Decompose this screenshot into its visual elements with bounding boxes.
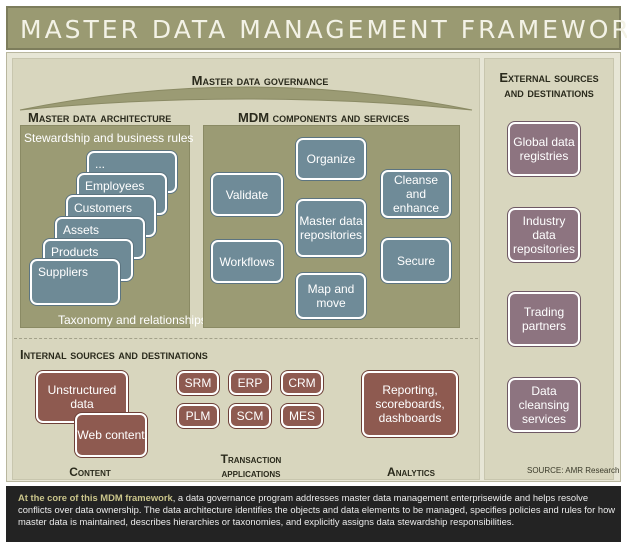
- external-trading-partners: Trading partners: [508, 292, 580, 346]
- external-global-registries: Global data registries: [508, 122, 580, 176]
- internal-heading: Internal sources and destinations: [20, 347, 208, 362]
- caption: At the core of this MDM framework, a dat…: [18, 492, 616, 528]
- caption-highlight: At the core of this MDM framework: [18, 492, 173, 503]
- caption-bar: [6, 486, 621, 542]
- app-erp: ERP: [229, 371, 271, 395]
- organize-component: Organize: [296, 138, 366, 180]
- stack-card-suppliers: Suppliers: [30, 259, 120, 305]
- validate-component: Validate: [211, 173, 283, 216]
- app-crm: CRM: [281, 371, 323, 395]
- workflows-component: Workflows: [211, 240, 283, 283]
- governance-arc: [19, 86, 473, 111]
- secure-component: Secure: [381, 238, 451, 283]
- app-srm: SRM: [177, 371, 219, 395]
- external-data-cleansing: Data cleansing services: [508, 378, 580, 432]
- stewardship-label: Stewardship and business rules: [24, 131, 194, 145]
- analytics-box: Reporting, scoreboards, dashboards: [362, 371, 458, 437]
- master-repositories-component: Master data repositories: [296, 199, 366, 257]
- transaction-label: Transaction applications: [220, 452, 282, 480]
- app-plm: PLM: [177, 404, 219, 428]
- taxonomy-label: Taxonomy and relationships: [58, 313, 207, 327]
- stack-card-label: ...: [95, 157, 106, 171]
- stack-card-label: Customers: [74, 201, 133, 215]
- content-label: Content: [69, 465, 111, 479]
- analytics-label: Analytics: [387, 465, 435, 479]
- caption-text: , a data governance program addresses ma…: [18, 492, 616, 527]
- section-divider: [14, 338, 478, 339]
- external-heading: External sources and destinations: [499, 70, 599, 100]
- source-note: SOURCE: AMR Research: [527, 466, 620, 475]
- stack-card-label: Products: [51, 245, 99, 259]
- map-and-move-component: Map and move: [296, 273, 366, 319]
- architecture-heading: Master data architecture: [28, 110, 172, 125]
- app-mes: MES: [281, 404, 323, 428]
- stack-card-label: Assets: [63, 223, 100, 237]
- cleanse-component: Cleanse and enhance: [381, 170, 451, 218]
- title-bar: [6, 6, 621, 50]
- web-content-box: Web content: [75, 413, 147, 457]
- stack-card-label: Suppliers: [38, 265, 89, 279]
- governance-label: Master data governance: [191, 73, 329, 88]
- stack-card-label: Employees: [85, 179, 145, 193]
- app-scm: SCM: [229, 404, 271, 428]
- external-industry-repositories: Industry data repositories: [508, 208, 580, 262]
- page-title: MASTER DATA MANAGEMENT FRAMEWORK: [20, 15, 627, 44]
- mdm-heading: MDM components and services: [238, 110, 410, 125]
